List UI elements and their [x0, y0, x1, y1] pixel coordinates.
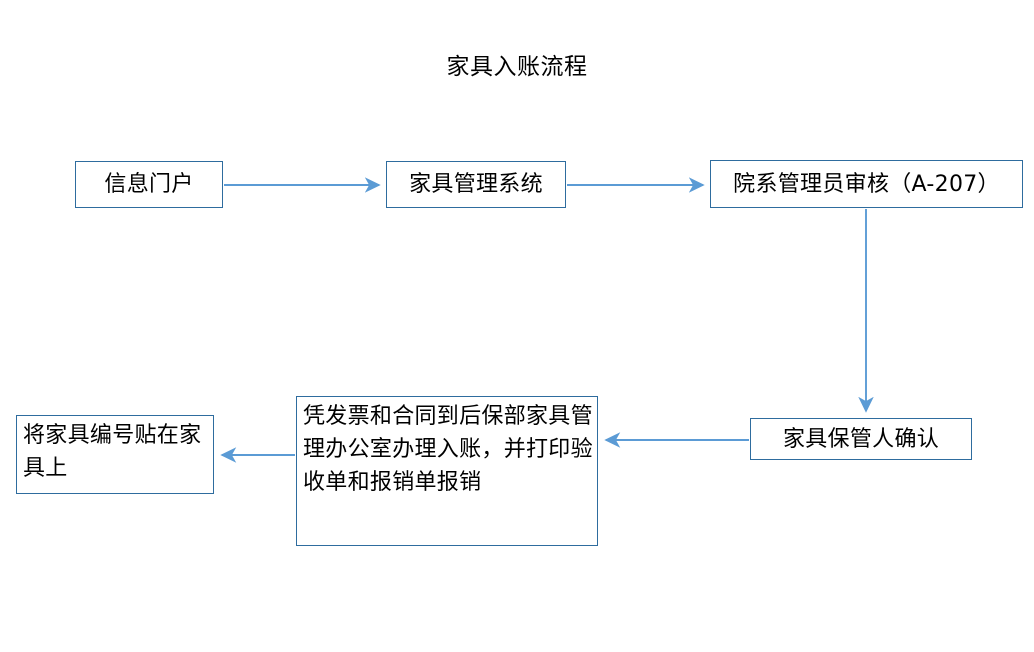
node-label: 凭发票和合同到后保部家具管理办公室办理入账，并打印验收单和报销单报销	[303, 404, 593, 495]
node-label: 家具保管人确认	[782, 426, 940, 452]
page-title: 家具入账流程	[446, 54, 588, 80]
node-label: 信息门户	[104, 172, 194, 197]
node-label: 家具管理系统	[409, 172, 543, 197]
node-furniture-custodian-confirm[interactable]: 家具保管人确认	[750, 418, 972, 460]
node-label: 院系管理员审核（A-207）	[733, 171, 1000, 197]
node-attach-furniture-number[interactable]: 将家具编号贴在家具上	[16, 415, 214, 494]
node-invoice-contract-registration[interactable]: 凭发票和合同到后保部家具管理办公室办理入账，并打印验收单和报销单报销	[296, 396, 598, 546]
node-information-portal[interactable]: 信息门户	[75, 161, 223, 208]
node-furniture-management-system[interactable]: 家具管理系统	[386, 161, 566, 208]
node-label: 将家具编号贴在家具上	[23, 423, 202, 481]
node-department-admin-review[interactable]: 院系管理员审核（A-207）	[710, 160, 1023, 208]
